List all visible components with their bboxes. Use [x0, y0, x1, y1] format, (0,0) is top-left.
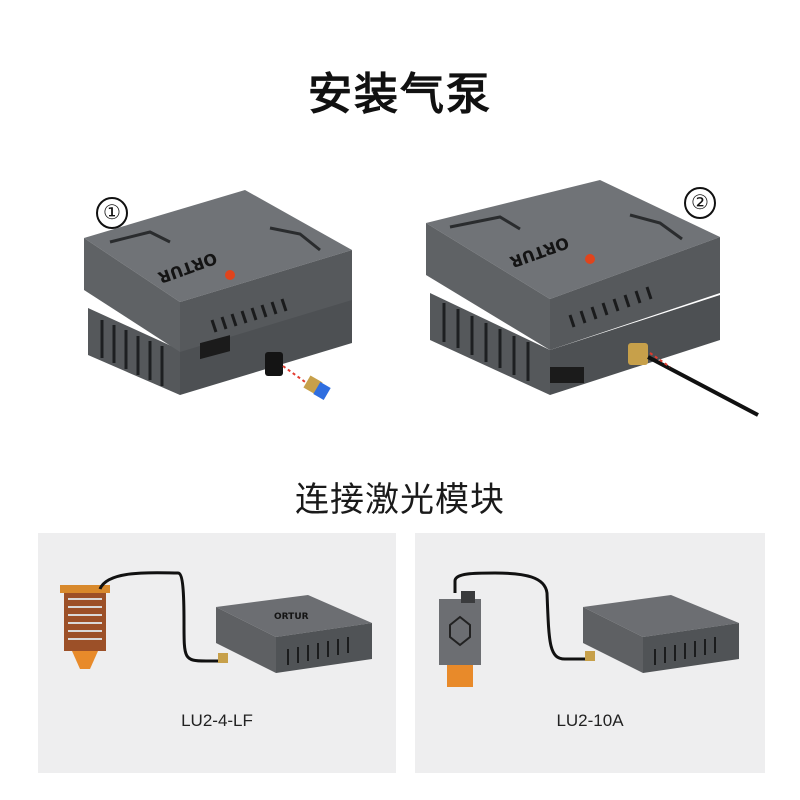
panel-label: LU2-4-LF [181, 711, 253, 730]
air-pump-step-one-image: ORTUR [84, 190, 352, 401]
laser-module-connection-image: ORTUR [60, 571, 372, 673]
section-subtitle: 连接激光模块 [295, 480, 505, 520]
panel-label: LU2-10A [556, 711, 624, 730]
air-pump-step-two-image: ORTUR [426, 180, 759, 417]
panel-lu2-10a: LU2-10A [415, 533, 765, 773]
page-title: 安装气泵 [308, 69, 492, 120]
step-one-marker: ① [96, 197, 128, 229]
laser-module-connection-image [439, 571, 739, 687]
ortur-logo-text: ORTUR [274, 612, 309, 622]
step-two-marker: ② [684, 187, 716, 219]
panel-lu2-4-lf: ORTUR LU2-4-LF [38, 533, 396, 773]
